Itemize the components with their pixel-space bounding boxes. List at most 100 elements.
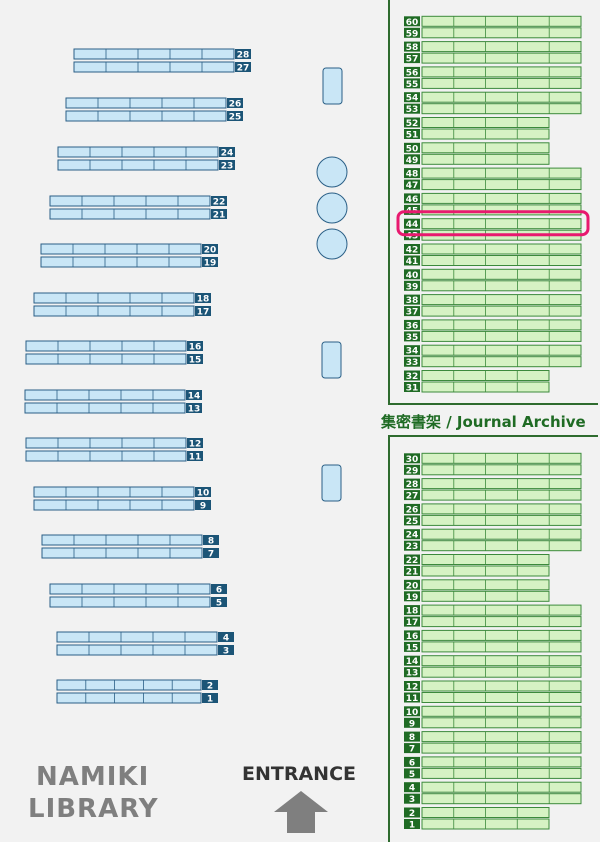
shelf-archive-lower-4[interactable]: 4 xyxy=(404,781,582,794)
shelf-main-23[interactable]: 23 xyxy=(57,159,235,172)
shelf-number: 58 xyxy=(406,43,419,53)
shelf-archive-upper-34[interactable]: 34 xyxy=(404,344,582,357)
shelf-archive-lower-23[interactable]: 23 xyxy=(404,540,582,553)
shelf-archive-upper-52[interactable]: 52 xyxy=(404,117,550,130)
shelf-archive-upper-51[interactable]: 51 xyxy=(404,128,550,141)
shelf-number: 1 xyxy=(207,695,213,705)
shelf-main-18[interactable]: 18 xyxy=(33,292,211,305)
shelf-main-28[interactable]: 28 xyxy=(73,48,251,61)
shelf-archive-upper-58[interactable]: 58 xyxy=(404,41,582,54)
shelf-main-27[interactable]: 27 xyxy=(73,61,251,74)
shelf-number: 20 xyxy=(204,246,217,256)
shelf-number-badge xyxy=(404,655,420,666)
shelf-archive-lower-27[interactable]: 27 xyxy=(404,489,582,502)
shelf-number-badge xyxy=(404,681,420,691)
shelf-archive-upper-32[interactable]: 32 xyxy=(404,370,550,383)
shelf-archive-lower-8[interactable]: 8 xyxy=(404,731,582,744)
shelf-archive-upper-57[interactable]: 57 xyxy=(404,52,582,65)
shelf-main-24[interactable]: 24 xyxy=(57,146,235,159)
shelf-archive-lower-5[interactable]: 5 xyxy=(404,767,582,780)
shelf-archive-lower-9[interactable]: 9 xyxy=(404,717,582,730)
shelf-archive-upper-48[interactable]: 48 xyxy=(404,167,582,180)
shelf-body xyxy=(421,692,582,703)
shelf-body xyxy=(421,41,582,53)
shelf-archive-upper-53[interactable]: 53 xyxy=(404,103,582,116)
shelf-main-5[interactable]: 5 xyxy=(49,596,227,609)
shelf-number-badge xyxy=(404,579,420,590)
shelf-archive-upper-35[interactable]: 35 xyxy=(404,330,582,343)
shelf-archive-lower-7[interactable]: 7 xyxy=(404,742,582,755)
shelf-main-25[interactable]: 25 xyxy=(65,110,243,123)
shelf-archive-upper-60[interactable]: 60 xyxy=(404,15,582,28)
shelf-archive-lower-10[interactable]: 10 xyxy=(404,705,582,718)
shelf-main-15[interactable]: 15 xyxy=(25,353,203,366)
shelf-archive-upper-31[interactable]: 31 xyxy=(404,381,550,394)
shelf-archive-upper-41[interactable]: 41 xyxy=(404,255,582,268)
shelf-main-6[interactable]: 6 xyxy=(49,583,227,596)
shelf-archive-lower-6[interactable]: 6 xyxy=(404,756,582,769)
shelf-archive-upper-49[interactable]: 49 xyxy=(404,153,550,166)
shelf-archive-upper-56[interactable]: 56 xyxy=(404,66,582,79)
shelf-archive-lower-26[interactable]: 26 xyxy=(404,503,582,516)
shelf-number: 59 xyxy=(406,29,419,39)
shelf-main-1[interactable]: 1 xyxy=(56,692,218,705)
shelf-main-9[interactable]: 9 xyxy=(33,499,211,512)
shelf-archive-lower-30[interactable]: 30 xyxy=(404,452,582,465)
shelf-archive-lower-28[interactable]: 28 xyxy=(404,478,582,491)
shelf-archive-lower-29[interactable]: 29 xyxy=(404,464,582,477)
shelf-archive-upper-44[interactable]: 44 xyxy=(404,218,582,231)
shelf-main-19[interactable]: 19 xyxy=(40,256,218,269)
shelf-archive-upper-38[interactable]: 38 xyxy=(404,294,582,307)
shelf-main-22[interactable]: 22 xyxy=(49,195,227,208)
shelf-main-4[interactable]: 4 xyxy=(56,631,234,644)
shelf-number: 25 xyxy=(406,517,419,527)
shelf-number-badge xyxy=(404,280,420,291)
shelf-archive-lower-18[interactable]: 18 xyxy=(404,604,582,617)
shelf-body xyxy=(421,731,582,743)
shelf-archive-lower-14[interactable]: 14 xyxy=(404,655,582,668)
shelf-archive-upper-37[interactable]: 37 xyxy=(404,305,582,318)
shelf-archive-lower-21[interactable]: 21 xyxy=(404,565,550,578)
shelf-archive-upper-54[interactable]: 54 xyxy=(404,91,582,104)
shelf-main-17[interactable]: 17 xyxy=(33,305,211,318)
shelf-archive-lower-11[interactable]: 11 xyxy=(404,692,582,705)
shelf-archive-lower-19[interactable]: 19 xyxy=(404,590,550,603)
shelf-archive-upper-46[interactable]: 46 xyxy=(404,192,582,205)
shelf-main-10[interactable]: 10 xyxy=(33,486,211,499)
shelf-main-20[interactable]: 20 xyxy=(40,243,218,256)
shelf-main-14[interactable]: 14 xyxy=(24,389,202,402)
shelf-archive-upper-33[interactable]: 33 xyxy=(404,356,582,369)
shelf-archive-lower-12[interactable]: 12 xyxy=(404,680,582,693)
shelf-archive-upper-55[interactable]: 55 xyxy=(404,77,582,90)
shelf-main-26[interactable]: 26 xyxy=(65,97,243,110)
shelf-archive-lower-17[interactable]: 17 xyxy=(404,616,582,629)
shelf-archive-lower-2[interactable]: 2 xyxy=(404,807,550,820)
shelf-archive-lower-16[interactable]: 16 xyxy=(404,629,582,642)
shelf-main-8[interactable]: 8 xyxy=(41,534,219,547)
shelf-archive-lower-22[interactable]: 22 xyxy=(404,554,550,567)
shelf-archive-upper-40[interactable]: 40 xyxy=(404,268,582,281)
shelf-main-11[interactable]: 11 xyxy=(25,450,203,463)
shelf-main-7[interactable]: 7 xyxy=(41,547,219,560)
shelf-archive-lower-13[interactable]: 13 xyxy=(404,666,582,679)
shelf-archive-upper-36[interactable]: 36 xyxy=(404,319,582,332)
shelf-archive-lower-3[interactable]: 3 xyxy=(404,793,582,806)
shelf-main-2[interactable]: 2 xyxy=(56,679,218,692)
shelf-archive-lower-25[interactable]: 25 xyxy=(404,514,582,527)
shelf-archive-upper-47[interactable]: 47 xyxy=(404,179,582,192)
shelf-main-3[interactable]: 3 xyxy=(56,644,234,657)
shelf-archive-lower-20[interactable]: 20 xyxy=(404,579,550,592)
shelf-archive-upper-39[interactable]: 39 xyxy=(404,280,582,293)
shelf-archive-upper-50[interactable]: 50 xyxy=(404,142,550,155)
shelf-archive-upper-59[interactable]: 59 xyxy=(404,27,582,40)
shelf-main-13[interactable]: 13 xyxy=(24,402,202,415)
shelf-archive-lower-1[interactable]: 1 xyxy=(404,818,550,831)
shelf-archive-upper-42[interactable]: 42 xyxy=(404,243,582,256)
shelf-main-12[interactable]: 12 xyxy=(25,437,203,450)
shelf-main-21[interactable]: 21 xyxy=(49,208,227,221)
shelf-number-badge xyxy=(404,204,420,215)
shelf-number-badge xyxy=(404,129,420,139)
shelf-archive-lower-24[interactable]: 24 xyxy=(404,528,582,541)
shelf-archive-lower-15[interactable]: 15 xyxy=(404,641,582,654)
shelf-main-16[interactable]: 16 xyxy=(25,340,203,353)
